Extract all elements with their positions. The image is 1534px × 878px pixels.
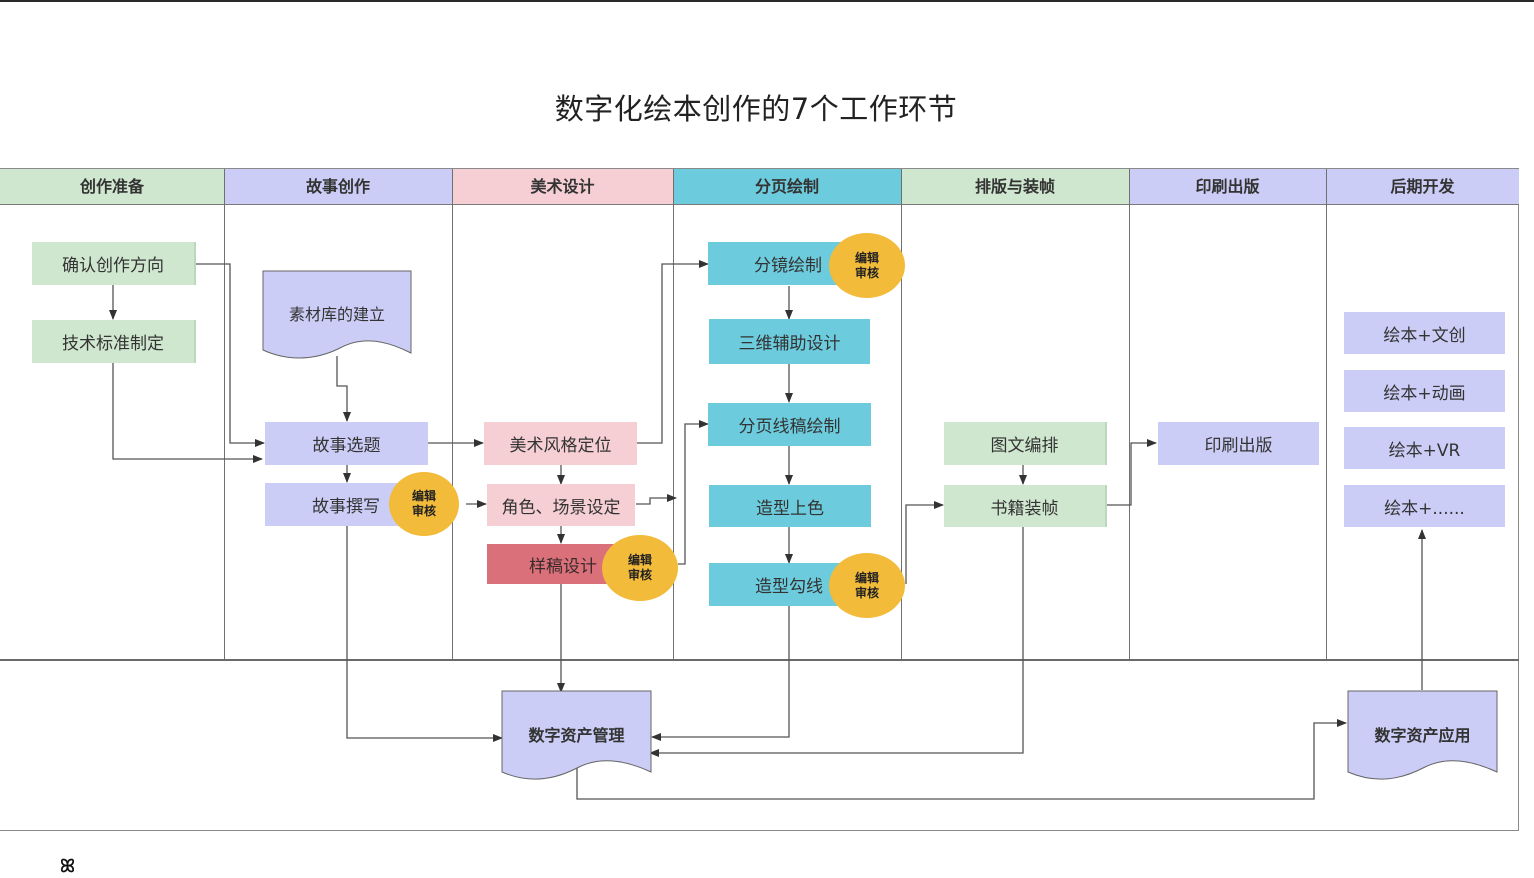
node-layout[interactable]: 图文编排 [944, 422, 1105, 465]
lane-header-story-creation: 故事创作 [224, 169, 452, 205]
review-badge-sample-design[interactable]: 编辑审核 [602, 535, 678, 601]
node-art-style[interactable]: 美术风格定位 [484, 422, 637, 465]
node-book-animation[interactable]: 绘本+动画 [1344, 370, 1505, 412]
review-badge-line2: 审核 [854, 265, 879, 280]
asset-application-shape [1347, 690, 1498, 780]
lane-header-creation-prep: 创作准备 [0, 169, 224, 205]
arrow-character-to-page [636, 494, 677, 505]
node-story-topic[interactable]: 故事选题 [265, 422, 428, 465]
node-printing[interactable]: 印刷出版 [1158, 422, 1319, 465]
lane-divider [452, 169, 453, 660]
material-library-shape [262, 270, 412, 359]
lane-divider [224, 169, 225, 660]
review-badge-line2: 审核 [411, 504, 436, 518]
review-badge-outlining[interactable]: 编辑审核 [829, 553, 905, 618]
logo-icon: ꕤ [60, 856, 75, 877]
node-3d-assist[interactable]: 三维辅助设计 [709, 319, 870, 364]
arrow-confirm-to-topic [194, 263, 265, 447]
node-page-line-draft[interactable]: 分页线稿绘制 [708, 403, 871, 446]
node-story-writing-label: 故事撰写 [312, 497, 380, 517]
asset-management-shape [501, 690, 652, 780]
arrow-artstyle-to-storyboard [637, 260, 709, 444]
review-badge-line2: 审核 [854, 585, 879, 600]
node-tech-standard[interactable]: 技术标准制定 [32, 320, 194, 363]
review-badge-story-writing[interactable]: 编辑审核 [389, 472, 459, 536]
top-border [0, 0, 1534, 2]
node-outlining-label: 造型勾线 [755, 577, 823, 597]
node-confirm-direction[interactable]: 确认创作方向 [32, 242, 194, 285]
lane-divider [673, 169, 674, 660]
lane-divider [901, 169, 902, 660]
arrow-tech-to-topic [112, 362, 263, 463]
node-asset-management[interactable]: 数字资产管理 [528, 726, 625, 745]
lane-header-layout-binding: 排版与装帧 [901, 169, 1129, 205]
node-coloring[interactable]: 造型上色 [709, 485, 871, 527]
node-book-vr[interactable]: 绘本+VR [1344, 427, 1505, 469]
arrow-binding-to-asset-mgmt [649, 527, 1024, 757]
lane-header-page-drawing: 分页绘制 [673, 169, 901, 205]
arrow-writing-to-asset-mgmt [346, 526, 503, 742]
node-asset-application[interactable]: 数字资产应用 [1374, 726, 1471, 745]
lane-header-post-development: 后期开发 [1326, 169, 1519, 205]
node-material-library[interactable]: 素材库的建立 [288, 305, 385, 324]
arrow-sample-review-to-linedraft [678, 420, 709, 565]
lane-divider [1326, 169, 1327, 660]
node-sample-design-label: 样稿设计 [529, 556, 597, 577]
review-badge-line1: 编辑 [854, 250, 879, 265]
node-book-cultural[interactable]: 绘本+文创 [1344, 312, 1505, 354]
lane-header-printing: 印刷出版 [1129, 169, 1326, 205]
node-storyboard-label: 分镜绘制 [754, 256, 822, 276]
section-divider [0, 659, 1519, 661]
arrow-outlining-to-asset-mgmt [651, 606, 790, 741]
review-badge-line2: 审核 [627, 568, 652, 582]
review-badge-line1: 编辑 [854, 570, 879, 585]
arrow-material-to-topic [336, 356, 351, 422]
lane-divider [1129, 169, 1130, 660]
node-book-more[interactable]: 绘本+...... [1344, 485, 1505, 527]
arrow-outlining-review-to-binding [905, 501, 944, 584]
node-character-scene[interactable]: 角色、场景设定 [487, 484, 635, 526]
review-badge-line1: 编辑 [627, 553, 652, 567]
diagram-frame [0, 168, 1519, 831]
node-binding[interactable]: 书籍装帧 [944, 485, 1105, 527]
arrow-asset-mgmt-to-application [576, 719, 1347, 800]
lane-header-art-design: 美术设计 [452, 169, 673, 205]
review-badge-storyboard[interactable]: 编辑审核 [829, 233, 905, 298]
review-badge-line1: 编辑 [411, 489, 436, 503]
diagram-title: 数字化绘本创作的7个工作环节 [554, 92, 958, 126]
arrow-binding-to-printing [1105, 439, 1157, 506]
